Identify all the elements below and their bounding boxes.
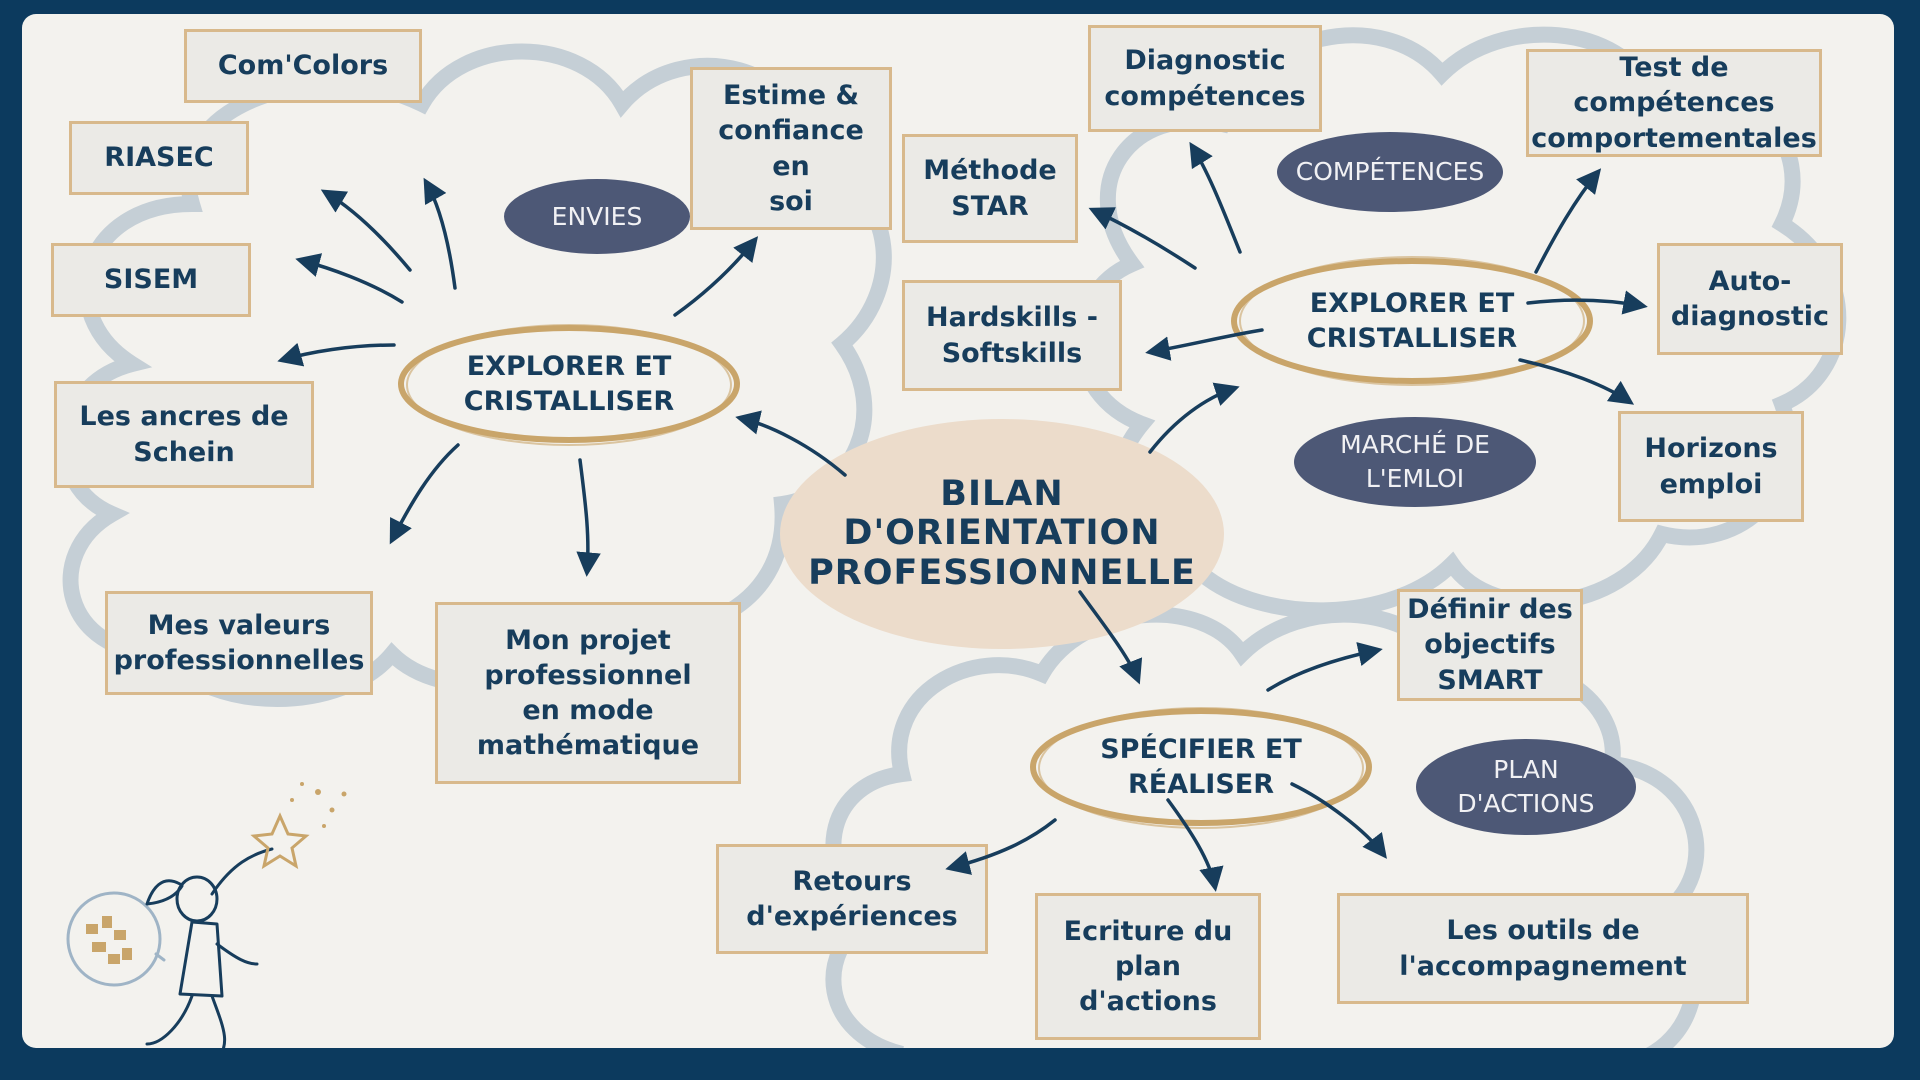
item-autodiag: Auto- diagnostic [1657,243,1843,355]
theme-marche: MARCHÉ DE L'EMLOI [1294,417,1536,507]
item-valeurs: Mes valeurs professionnelles [105,591,373,695]
hub-ring [398,324,740,446]
character-illustration [66,782,347,1048]
slide-canvas: BILAN D'ORIENTATION PROFESSIONNELLE EXPL… [22,14,1894,1048]
item-retours: Retours d'expériences [716,844,988,954]
hub-right: EXPLORER ET CRISTALLISER [1226,251,1598,391]
item-smart: Définir des objectifs SMART [1397,589,1583,701]
item-estime: Estime & confiance en soi [690,67,892,230]
item-ancres: Les ancres de Schein [54,381,314,488]
item-diagnostic: Diagnostic compétences [1088,25,1322,132]
hub-left: EXPLORER ET CRISTALLISER [394,319,744,449]
item-hardskills: Hardskills - Softskills [902,280,1122,391]
item-horizons: Horizons emploi [1618,411,1804,522]
item-riasec: RIASEC [69,121,249,195]
hub-ring [1231,256,1593,386]
item-star: Méthode STAR [902,134,1078,243]
theme-envies: ENVIES [504,179,690,254]
theme-plan: PLAN D'ACTIONS [1416,739,1636,835]
item-ecriture: Ecriture du plan d'actions [1035,893,1261,1040]
item-projet: Mon projet professionnel en mode mathéma… [435,602,741,784]
item-sisem: SISEM [51,243,251,317]
item-outils: Les outils de l'accompagnement [1337,893,1749,1004]
theme-competences: COMPÉTENCES [1277,132,1503,212]
item-test: Test de compétences comportementales [1526,49,1822,157]
item-comcolors: Com'Colors [184,29,422,103]
center-title: BILAN D'ORIENTATION PROFESSIONNELLE [780,419,1224,649]
hub-bottom: SPÉCIFIER ET RÉALISER [1025,702,1377,832]
